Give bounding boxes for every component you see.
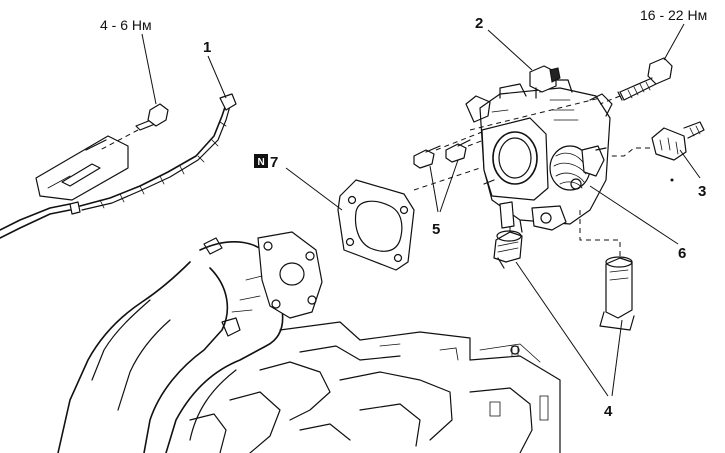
callout-1: 1 <box>203 39 211 56</box>
leader-lines <box>141 23 701 397</box>
part-2-sensor <box>529 65 561 99</box>
throttle-gasket <box>337 179 415 271</box>
part-4-hose-right <box>599 256 635 331</box>
hose-link-line <box>579 210 621 258</box>
callout-labels: 4 - 6 Нм 16 - 22 Нм 1 2 3 4 5 6 N 7 <box>100 7 707 420</box>
gasket-alignment-line <box>413 167 481 191</box>
torque-label-right: 16 - 22 Нм <box>640 7 707 23</box>
callout-5: 5 <box>432 221 440 238</box>
engine-block <box>189 321 561 453</box>
throttle-axis-line <box>469 97 601 131</box>
part-4-hose-left <box>493 230 523 269</box>
throttle-linkage <box>549 145 607 191</box>
callout-7: 7 <box>270 154 278 171</box>
cable-bracket <box>35 135 129 201</box>
callout-2: 2 <box>475 15 483 32</box>
throttle-body <box>465 79 613 233</box>
part-3-connector <box>651 121 705 182</box>
part-5-sleeves <box>413 131 485 169</box>
intake-manifold <box>57 231 323 453</box>
callout-4: 4 <box>604 403 613 420</box>
throttle-body-bolt <box>617 57 673 101</box>
torque-label-left: 4 - 6 Нм <box>100 17 152 33</box>
accelerator-cable <box>0 93 237 239</box>
bracket-bolt <box>99 103 169 151</box>
replace-badge <box>254 154 268 168</box>
bolt-alignment-line <box>599 95 621 105</box>
callout-3: 3 <box>698 183 706 200</box>
connector-3-line <box>608 147 650 157</box>
replace-badge-letter: N <box>258 157 265 168</box>
callout-6: 6 <box>678 245 686 262</box>
